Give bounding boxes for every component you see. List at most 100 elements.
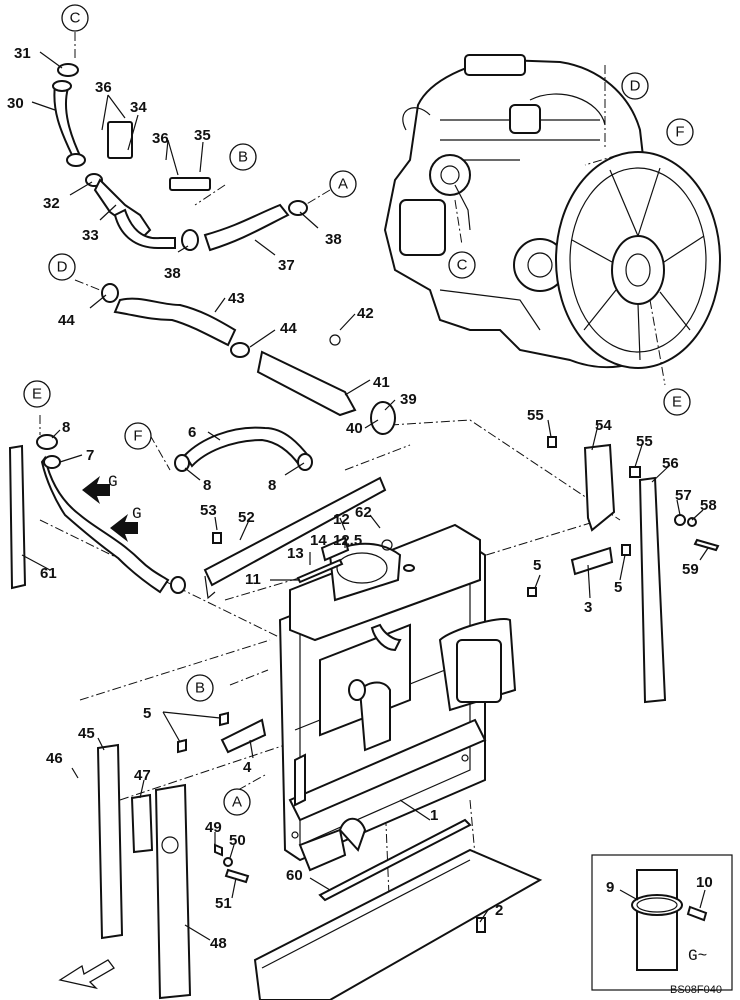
callout-1: 1 <box>430 807 438 824</box>
reference-circles: C D F B A D E C <box>23 4 694 816</box>
callout-35: 35 <box>194 127 211 144</box>
ref-circle-e-engine: E <box>663 388 691 416</box>
svg-text:D: D <box>57 259 68 276</box>
callout-42: 42 <box>357 305 374 322</box>
detail-caption: G~ <box>688 947 707 965</box>
callout-11: 11 <box>245 571 261 588</box>
callout-30: 30 <box>7 95 24 112</box>
direction-arrow <box>58 959 115 990</box>
callout-57: 57 <box>675 487 692 504</box>
callout-40: 40 <box>346 420 363 437</box>
callout-36-b: 36 <box>152 130 169 147</box>
ref-circle-a-lower: A <box>223 788 251 816</box>
callout-8-top-left: 8 <box>62 419 70 436</box>
callout-8-mid: 8 <box>203 477 211 494</box>
callout-5-center: 5 <box>533 557 541 574</box>
svg-text:E: E <box>672 394 682 411</box>
ref-circle-d-engine: D <box>621 72 649 100</box>
ref-circle-f-engine: F <box>666 118 694 146</box>
fan <box>555 151 721 369</box>
callout-3: 3 <box>584 599 592 616</box>
callout-56: 56 <box>662 455 679 472</box>
callout-61: 61 <box>40 565 57 582</box>
callout-34: 34 <box>130 99 147 116</box>
callout-53: 53 <box>200 502 217 519</box>
callout-44-right: 44 <box>280 320 297 337</box>
svg-text:F: F <box>133 428 142 445</box>
callout-4: 4 <box>243 759 252 776</box>
cover-plate-52 <box>203 476 387 600</box>
callout-38-left: 38 <box>164 265 181 282</box>
callout-59: 59 <box>682 561 699 578</box>
callout-55-left: 55 <box>527 407 544 424</box>
ref-circle-e-left: E <box>23 380 51 408</box>
callout-5-right: 5 <box>614 579 622 596</box>
callout-39: 39 <box>400 391 417 408</box>
left-uprights <box>8 444 192 1000</box>
bottom-frame <box>253 818 543 1000</box>
view-g-arrows: G G <box>82 473 142 542</box>
callout-62: 62 <box>355 504 372 521</box>
callout-47: 47 <box>134 767 151 784</box>
callout-38-right: 38 <box>325 231 342 248</box>
callout-44-left: 44 <box>58 312 75 329</box>
svg-text:D: D <box>630 78 641 95</box>
view-label-g-2: G <box>132 505 142 523</box>
svg-text:E: E <box>32 386 42 403</box>
callout-2: 2 <box>495 902 503 919</box>
svg-text:F: F <box>675 124 684 141</box>
radiator-assembly <box>278 523 517 872</box>
ref-circle-a-top: A <box>329 170 357 198</box>
callout-43: 43 <box>228 290 245 307</box>
callout-37: 37 <box>278 257 295 274</box>
callout-6: 6 <box>188 424 196 441</box>
callout-33: 33 <box>82 227 99 244</box>
callout-41: 41 <box>373 374 390 391</box>
callout-31: 31 <box>14 45 31 62</box>
ref-circle-f-hose: F <box>124 422 152 450</box>
leader-lines <box>21 51 709 941</box>
callout-45: 45 <box>78 725 95 742</box>
engine-assembly <box>383 54 668 369</box>
upper-hoses <box>52 63 396 435</box>
callout-46: 46 <box>46 750 63 767</box>
callout-50: 50 <box>229 832 246 849</box>
callout-54: 54 <box>595 417 612 434</box>
svg-text:B: B <box>195 680 205 697</box>
ref-circle-c-top: C <box>61 4 89 32</box>
callout-5-lower: 5 <box>143 705 151 722</box>
callout-58: 58 <box>700 497 717 514</box>
callout-55-right: 55 <box>636 433 653 450</box>
ref-circle-b-top: B <box>229 143 257 171</box>
detail-g-inset: G~ <box>591 854 733 991</box>
callout-51: 51 <box>215 895 232 912</box>
bolts-and-brackets <box>177 436 720 933</box>
svg-text:B: B <box>238 149 248 166</box>
callout-36-a: 36 <box>95 79 112 96</box>
ref-circle-d-left: D <box>48 253 76 281</box>
drawing-code: BS08F040 <box>670 984 722 996</box>
callout-12-5: 12.5 <box>333 532 362 549</box>
callout-52: 52 <box>238 509 255 526</box>
callout-14: 14 <box>310 532 327 549</box>
ref-circle-c-engine: C <box>448 251 476 279</box>
middle-hoses <box>36 426 313 594</box>
callout-49: 49 <box>205 819 222 836</box>
callout-7: 7 <box>86 447 94 464</box>
svg-text:C: C <box>70 10 81 27</box>
view-label-g-1: G <box>108 473 118 491</box>
callout-48: 48 <box>210 935 227 952</box>
svg-text:C: C <box>457 257 468 274</box>
callout-9: 9 <box>606 879 614 896</box>
callout-12: 12 <box>333 511 350 528</box>
callout-60: 60 <box>286 867 303 884</box>
ref-circle-b-lower: B <box>186 674 214 702</box>
callout-13: 13 <box>287 545 304 562</box>
part-callouts: 31 30 36 34 36 35 32 33 38 37 38 44 43 4… <box>7 45 717 952</box>
svg-text:A: A <box>232 794 242 811</box>
callout-32: 32 <box>43 195 60 212</box>
callout-10: 10 <box>696 874 713 891</box>
callout-8-right: 8 <box>268 477 276 494</box>
svg-text:A: A <box>338 176 348 193</box>
